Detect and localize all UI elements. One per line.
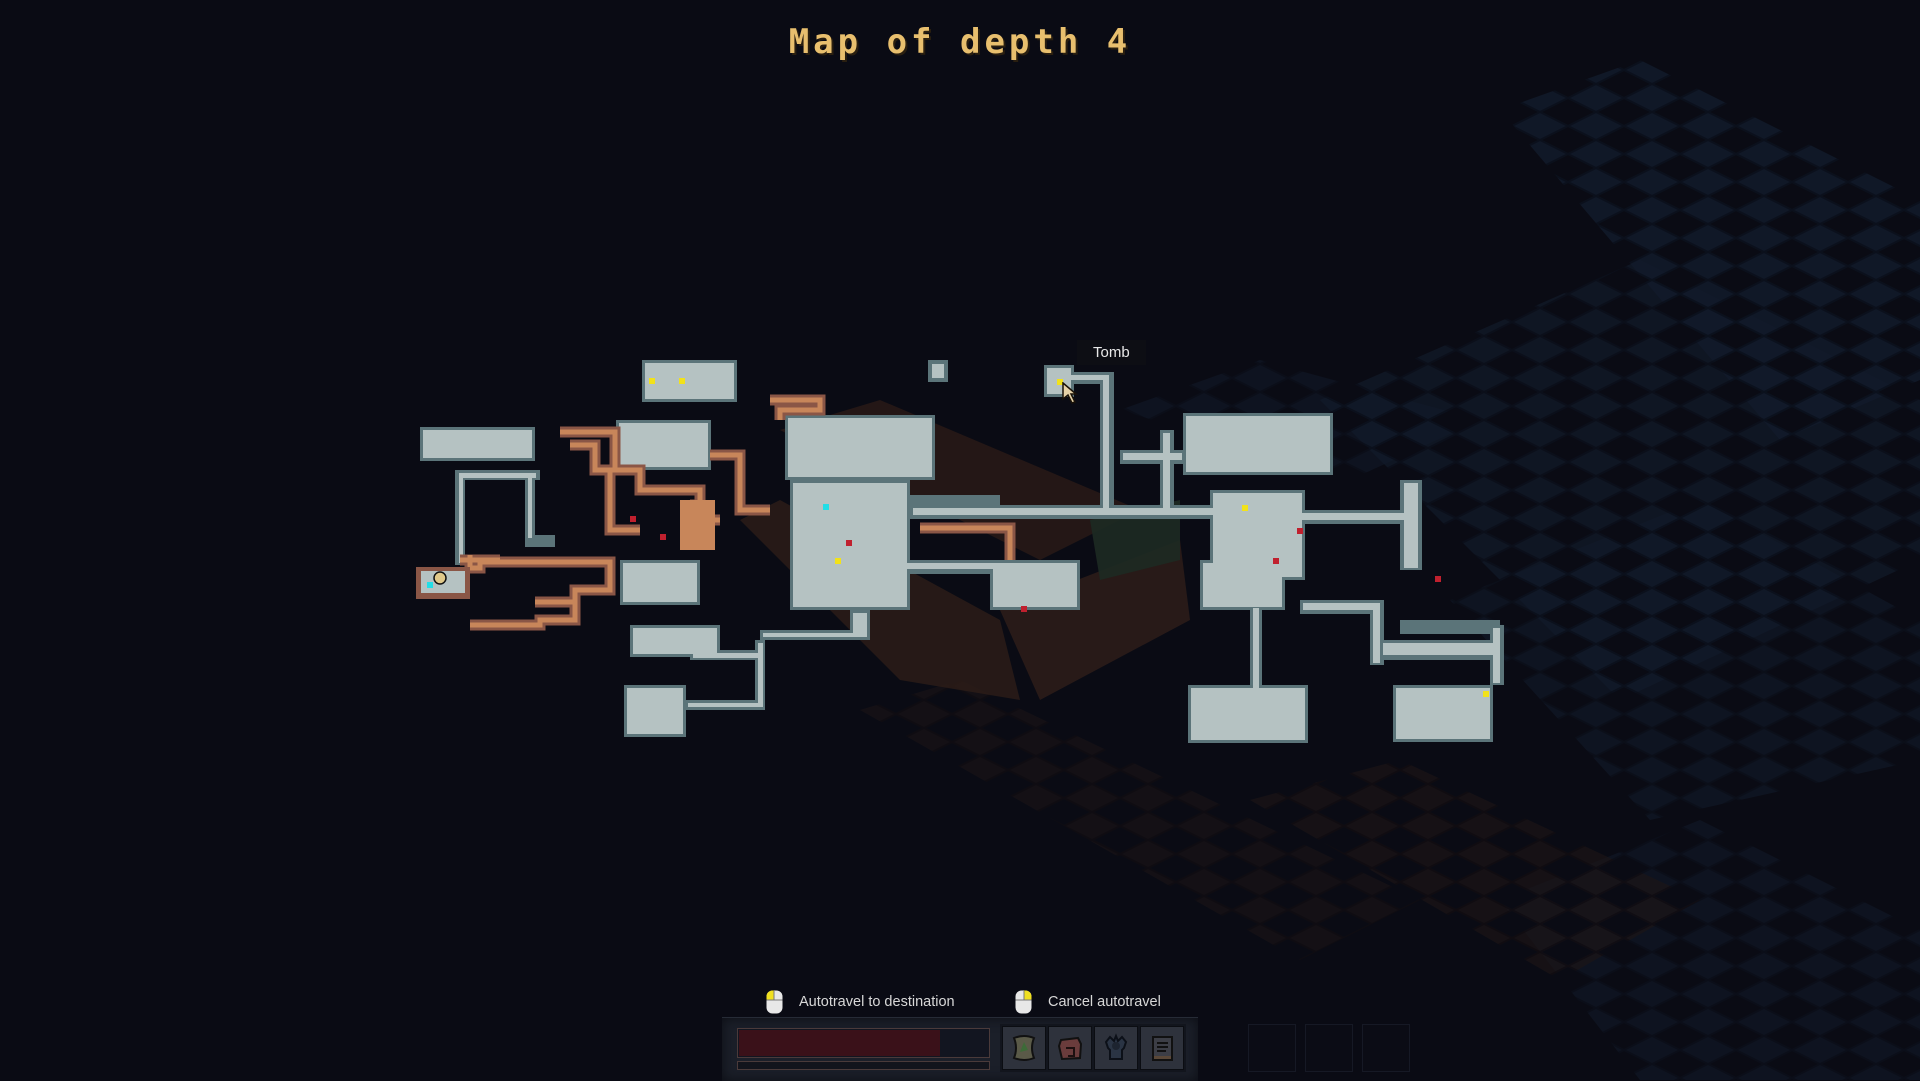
quick-slot-1[interactable] (1248, 1024, 1296, 1072)
quick-slot-3[interactable] (1362, 1024, 1410, 1072)
map-scroll-icon (1012, 1035, 1036, 1061)
mouse-cursor-icon (1062, 382, 1079, 404)
red-marker (846, 540, 852, 546)
player-marker-icon (433, 571, 447, 585)
quick-slot-2[interactable] (1305, 1024, 1353, 1072)
journal-button[interactable] (1140, 1026, 1184, 1070)
hint-label: Cancel autotravel (1048, 994, 1161, 1010)
character-icon (1104, 1033, 1128, 1060)
yellow-marker (1242, 505, 1248, 511)
map-walls (420, 360, 1504, 743)
map-button[interactable] (1002, 1026, 1046, 1070)
yellow-marker (835, 558, 841, 564)
inventory-button[interactable] (1048, 1026, 1092, 1070)
hud-panel (722, 1017, 1198, 1081)
hint-cancel-autotravel: Cancel autotravel (1015, 990, 1161, 1014)
health-bar (737, 1028, 990, 1058)
experience-bar (737, 1061, 990, 1070)
yellow-marker (1483, 691, 1489, 697)
quick-slots (1248, 1024, 1410, 1072)
right-mouse-button-icon (1015, 990, 1032, 1014)
page-title: Map of depth 4 (788, 22, 1132, 62)
map-markers (427, 378, 1489, 697)
yellow-marker (1057, 379, 1063, 385)
map-floors (423, 363, 1500, 740)
hint-label: Autotravel to destination (799, 994, 955, 1010)
backpack-icon (1057, 1036, 1083, 1061)
health-bar-fill (739, 1030, 940, 1056)
yellow-marker (679, 378, 685, 384)
left-mouse-button-icon (766, 990, 783, 1014)
explored-paths (416, 394, 1016, 631)
hint-autotravel: Autotravel to destination (766, 990, 955, 1014)
red-marker (1297, 528, 1303, 534)
journal-icon (1152, 1036, 1173, 1061)
red-marker (630, 516, 636, 522)
red-marker (1273, 558, 1279, 564)
yellow-marker (649, 378, 655, 384)
red-marker (1435, 576, 1441, 582)
red-marker (660, 534, 666, 540)
character-button[interactable] (1094, 1026, 1138, 1070)
cyan-marker (823, 504, 829, 510)
action-bar (1000, 1024, 1186, 1072)
location-tooltip: Tomb (1077, 340, 1146, 365)
cyan-marker (427, 582, 433, 588)
red-marker (1021, 606, 1027, 612)
